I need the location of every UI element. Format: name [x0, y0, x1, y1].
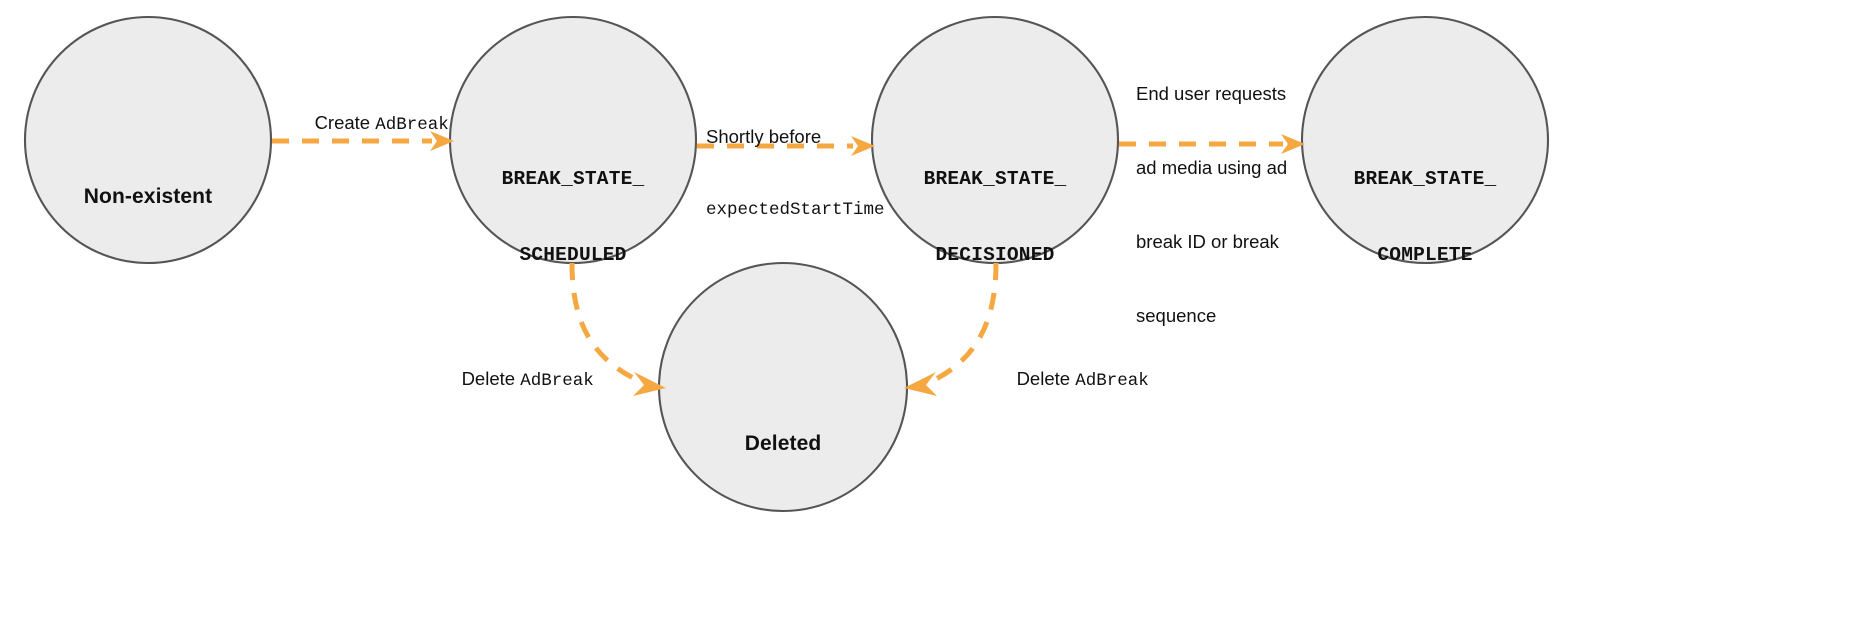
edge-delete-adbreak-from-scheduled[interactable]	[569, 262, 666, 396]
edge-create-adbreak[interactable]	[272, 131, 454, 151]
edge-delete-from-decisioned-arrowhead	[904, 372, 937, 396]
node-break-state-decisioned[interactable]	[870, 15, 1120, 265]
edge-shortly-before-arrowhead	[851, 136, 875, 156]
node-break-state-complete[interactable]	[1300, 15, 1550, 265]
node-non-existent[interactable]	[23, 15, 273, 265]
edge-delete-adbreak-from-decisioned[interactable]	[904, 262, 999, 396]
edge-create-adbreak-arrowhead	[430, 131, 454, 151]
node-break-state-scheduled[interactable]	[448, 15, 698, 265]
node-deleted[interactable]	[657, 261, 909, 513]
edge-delete-from-decisioned-line	[926, 262, 999, 386]
edge-end-user-requests-arrowhead	[1281, 134, 1305, 154]
edge-delete-from-scheduled-line	[569, 262, 645, 386]
edge-shortly-before-expectedstarttime[interactable]	[697, 136, 875, 156]
edge-end-user-requests-ad-media[interactable]	[1119, 134, 1305, 154]
edge-delete-from-scheduled-arrowhead	[633, 372, 666, 396]
